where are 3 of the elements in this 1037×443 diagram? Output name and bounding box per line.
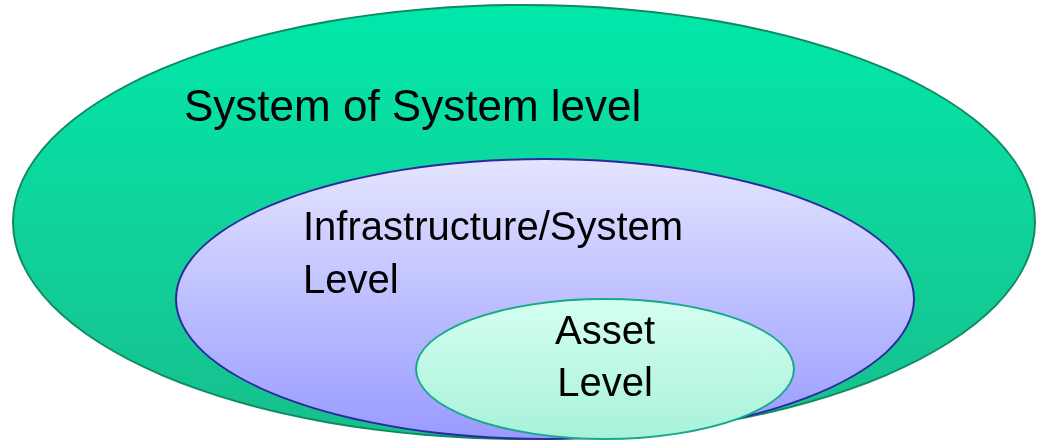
level-label: Asset Level [553,307,656,406]
level-label: Infrastructure/System Level [303,203,685,303]
level-label: System of System level [184,80,642,132]
